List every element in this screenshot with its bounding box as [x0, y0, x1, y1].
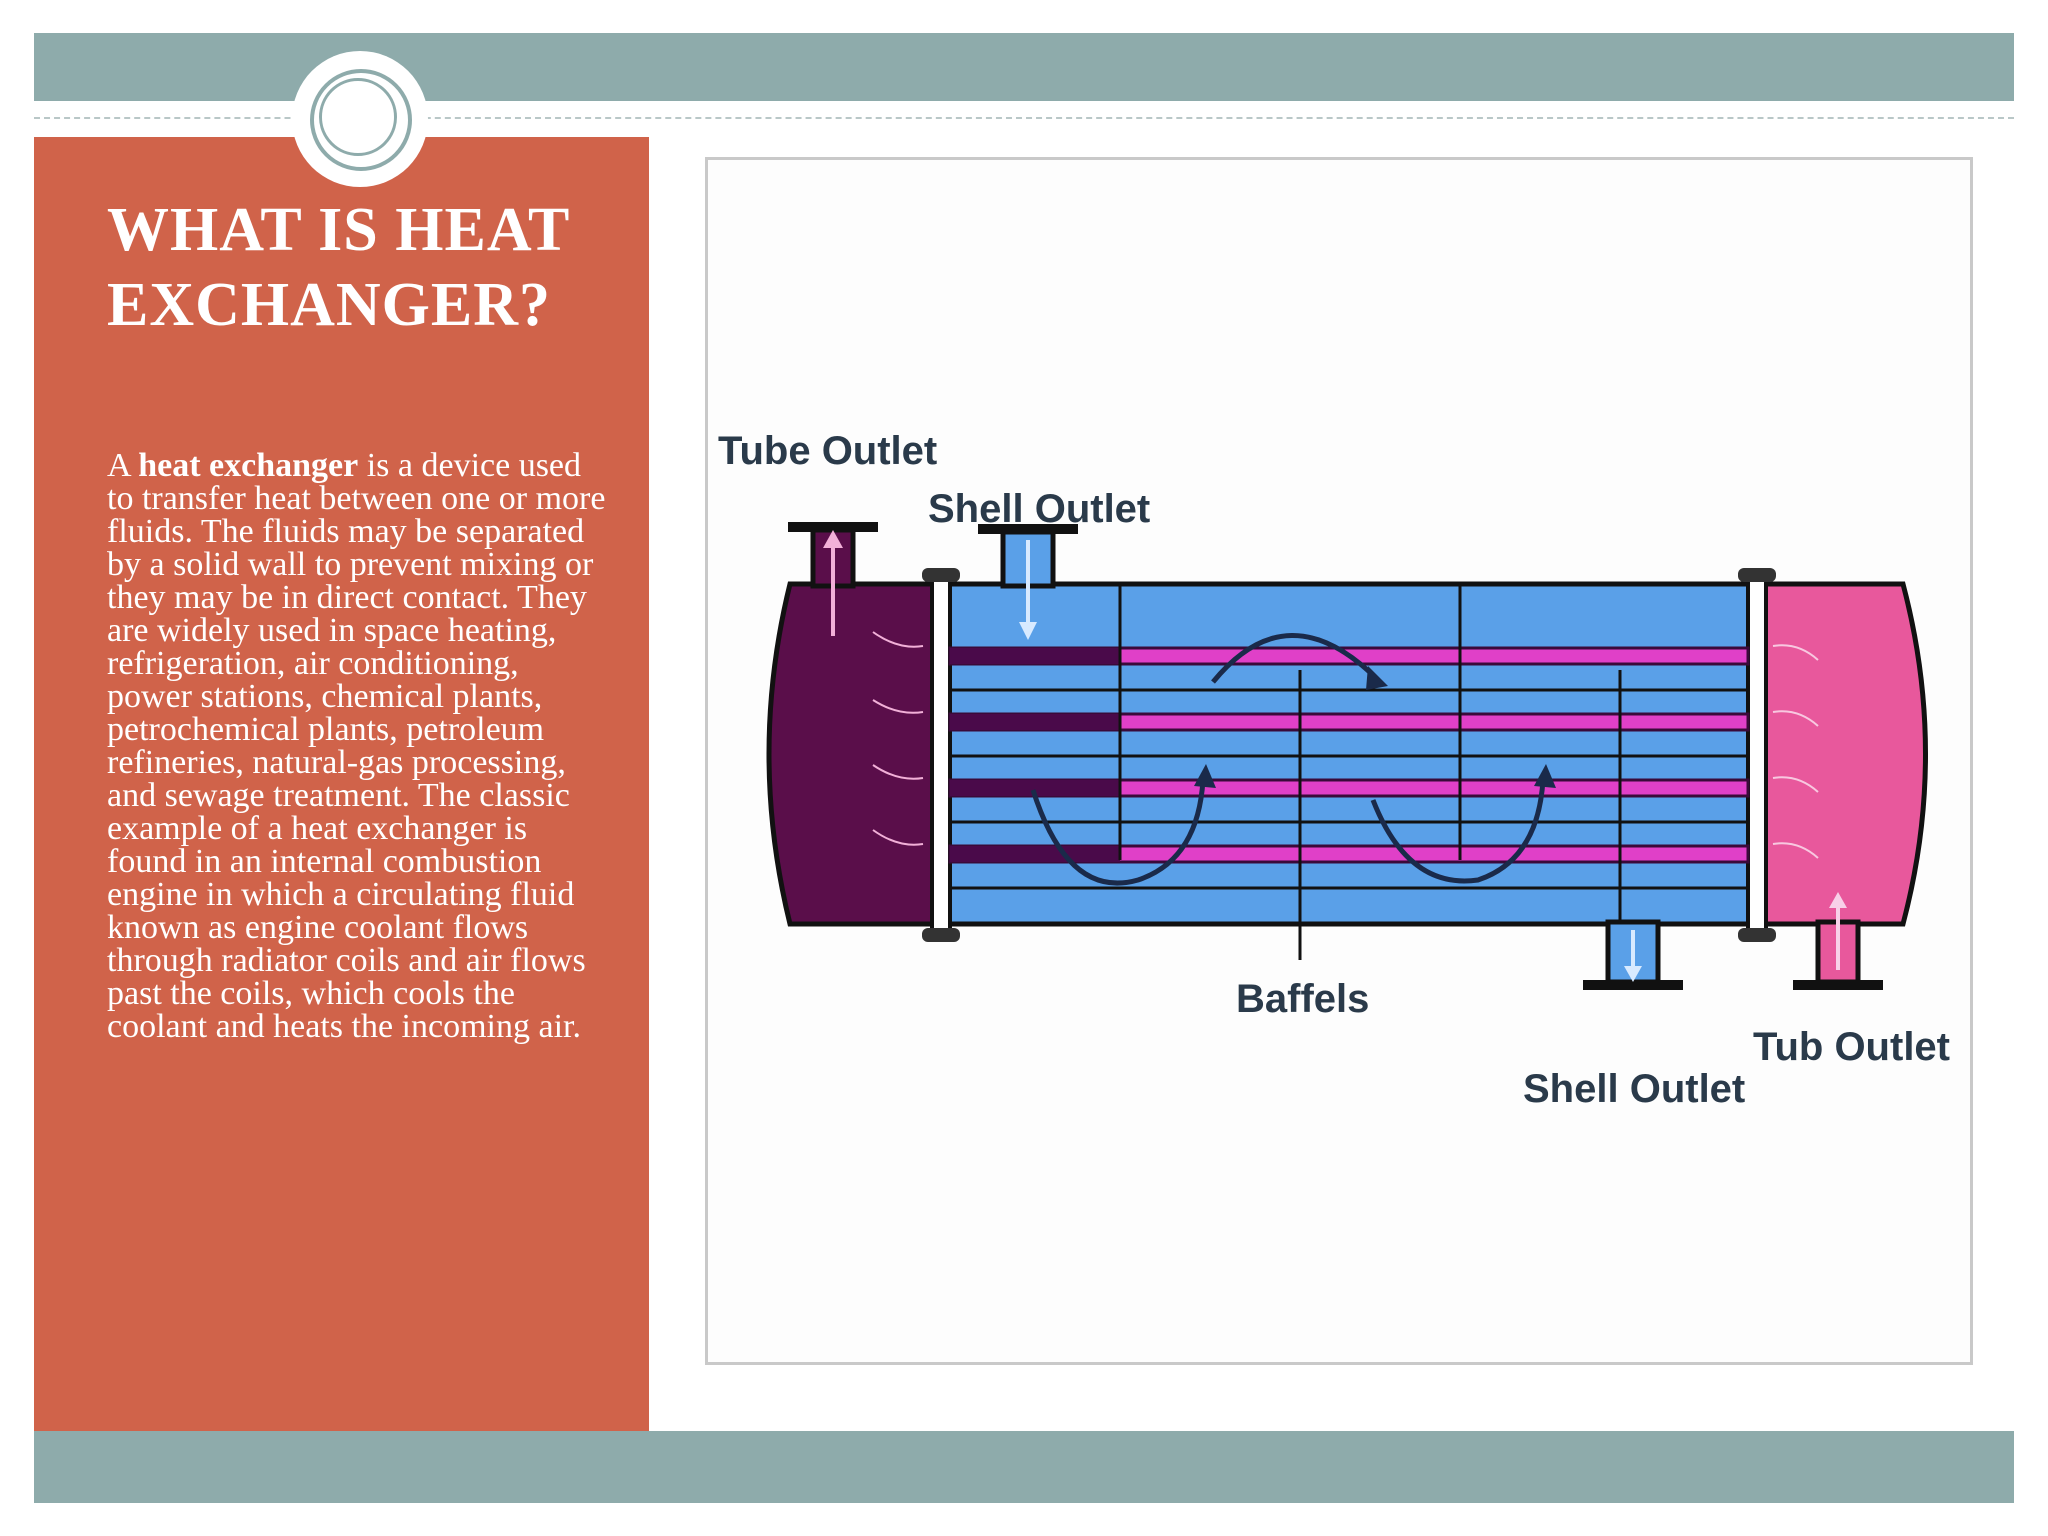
flow-arrowheads — [1194, 666, 1556, 788]
label-baffels: Baffels — [1236, 977, 1369, 1021]
slide: WHAT IS HEAT EXCHANGER? A heat exchanger… — [34, 33, 2014, 1503]
left-sheet-cap-top — [922, 568, 960, 582]
shell-outlet-top-arrowhead — [1019, 622, 1037, 640]
tube-dark-3 — [950, 780, 1120, 796]
right-head — [1755, 581, 1928, 927]
circle-ornament-inner — [319, 78, 397, 156]
body-lead: A — [107, 447, 130, 484]
label-tub-outlet: Tub Outlet — [1753, 1025, 1950, 1069]
tube-dark-1 — [950, 648, 1120, 664]
slide-title: WHAT IS HEAT EXCHANGER? — [107, 196, 570, 339]
tube-dark-2 — [950, 714, 1120, 730]
left-tube-sheet — [930, 578, 952, 932]
tube-dark-4 — [950, 846, 1120, 862]
tube-outlet-arrowhead — [823, 530, 843, 548]
left-head — [766, 581, 941, 927]
bottom-band — [34, 1431, 2014, 1503]
body-term: heat exchanger — [138, 447, 359, 484]
slide-body-text: A heat exchanger is a device used to tra… — [107, 447, 607, 1045]
title-panel — [34, 137, 649, 1431]
body-rest: is a device used to transfer heat betwee… — [107, 447, 606, 1045]
shell-row-lines — [950, 688, 1748, 890]
right-tube-sheet — [1746, 578, 1768, 932]
diagram-frame: Tube Outlet Shell Outlet Baffels Shell O… — [705, 157, 1973, 1365]
right-sheet-cap-top — [1738, 568, 1776, 582]
shell-outlet-bottom-arrowhead — [1624, 966, 1642, 982]
baffles — [1118, 584, 1622, 960]
tub-outlet-arrowhead — [1829, 892, 1847, 908]
left-sheet-cap-bottom — [922, 928, 960, 942]
inlet-flow-ticks — [872, 631, 924, 846]
label-tube-outlet: Tube Outlet — [718, 429, 937, 473]
tub-outlet-flange — [1793, 980, 1883, 990]
heat-exchanger-diagram: Tube Outlet Shell Outlet Baffels Shell O… — [718, 429, 1950, 1111]
dashed-divider — [34, 117, 2014, 119]
outlet-flow-ticks — [1772, 644, 1819, 859]
tube-outlet-flange — [788, 522, 878, 532]
shell-body — [935, 581, 1761, 927]
shell-outlet-top-flange — [978, 524, 1078, 534]
right-sheet-cap-bottom — [1738, 928, 1776, 942]
flow-arrows — [1030, 633, 1546, 886]
label-shell-outlet-bottom: Shell Outlet — [1523, 1067, 1745, 1111]
label-shell-outlet-top: Shell Outlet — [928, 487, 1150, 531]
shell-outlet-bottom-flange — [1583, 980, 1683, 990]
